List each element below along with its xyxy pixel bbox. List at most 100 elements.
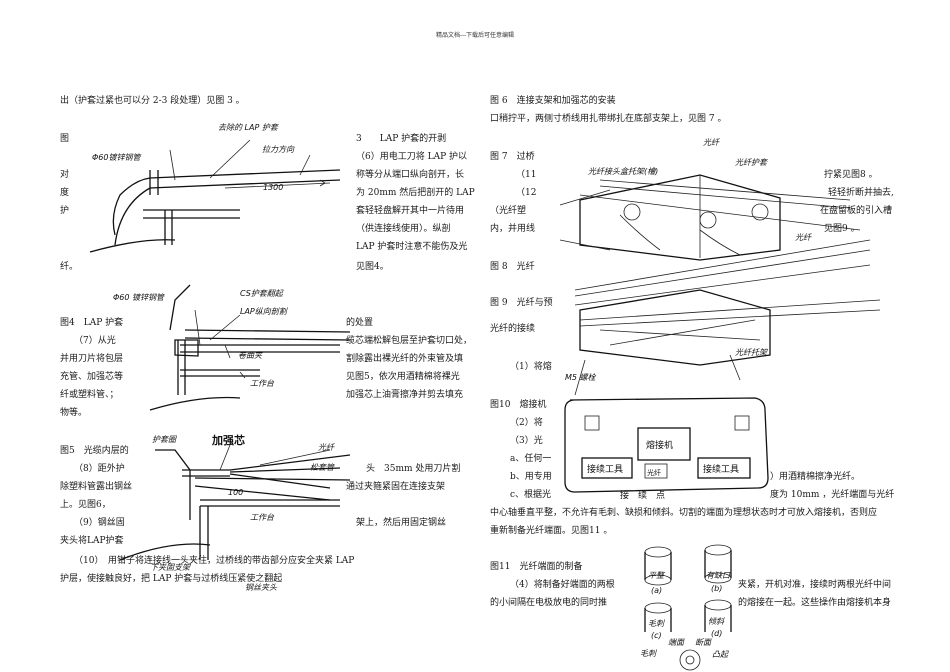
right-line-1: 口稍拧平，两侧寸桥线用扎带绑扎在底部支架上，见图 7 。 bbox=[490, 114, 727, 124]
p12-f: 见图9 。 bbox=[824, 224, 860, 234]
step-3: （3）光 bbox=[510, 436, 543, 446]
left-line-2: 对 bbox=[60, 170, 70, 180]
fig3-clamp-label: Φ60镀锌钢管 bbox=[92, 153, 142, 162]
fig10-center-label: 熔接机 bbox=[646, 439, 673, 451]
p9-c: 夹头将LAP护套 bbox=[60, 536, 124, 546]
fig6-caption: 图 6 连接支架和加强芯的安装 bbox=[490, 96, 616, 106]
left-line-4: 护 bbox=[60, 206, 70, 216]
step-3b-right: ）用酒精棉擦净光纤。 bbox=[770, 472, 861, 482]
figure-5-drawing bbox=[119, 444, 351, 561]
fig7-m5-label: M5 螺栓 bbox=[565, 373, 597, 382]
fig4-clip-label: 卷曲夹 bbox=[238, 351, 263, 360]
fig8-caption: 图 8 光纤 bbox=[490, 262, 535, 272]
fig3-dim-label: 1300 bbox=[263, 183, 283, 192]
fig11-a-label: (a) bbox=[651, 586, 662, 595]
page-header: 精品文档---下载后可任意编辑 bbox=[435, 32, 515, 39]
figure-4-drawing bbox=[149, 284, 351, 411]
step-4-left: （4）将制备好端面的两根 bbox=[510, 580, 615, 590]
p11-b: 拧紧见图8 。 bbox=[824, 170, 878, 180]
fig3-pull-label: 拉力方向 bbox=[262, 145, 295, 154]
s3-para-4: 套轻轻盘解开其中一片待用 bbox=[356, 206, 465, 216]
p8-e: 上。见图6， bbox=[60, 500, 111, 510]
step-4-right: 夹紧，开机对准，接续时两根光纤中间 bbox=[738, 580, 892, 590]
fig11-side-label: 毛刺 bbox=[640, 649, 657, 658]
s3-para-6: LAP 护套时注意不能伤及光 bbox=[356, 242, 468, 252]
p9-a: （9）钢丝固 bbox=[74, 518, 125, 528]
fig3-caption: 图 bbox=[60, 134, 70, 144]
fig11-d-text: 倾斜 bbox=[708, 617, 725, 626]
step-4-cont-right: 的熔接在一起。这些操作由熔接机本身 bbox=[738, 598, 892, 608]
fig5-fiber-label: 光纤 bbox=[318, 443, 335, 452]
step-3a: a、任何一 bbox=[510, 454, 552, 464]
fig11-bot-label: 断面 bbox=[695, 638, 713, 647]
p8-a: （8）距外护 bbox=[74, 464, 125, 474]
s3-para-5: （供连接线使用）。纵剖 bbox=[356, 224, 451, 234]
step-3c-cont: 中心轴垂直平整，不允许有毛刺、缺损和倾斜。切割的端面为理想状态时才可放入熔接机，… bbox=[490, 508, 878, 518]
fig11-b-label: (b) bbox=[711, 584, 722, 593]
p7-e: 充管、加强芯等 bbox=[60, 372, 124, 382]
p7-i: 物等。 bbox=[60, 408, 88, 418]
fig10-left-label: 接续工具 bbox=[587, 463, 623, 475]
fig9-caption: 图 9 光纤与预 bbox=[490, 298, 553, 308]
p7-c: 并用刀片将包层 bbox=[60, 354, 124, 364]
fig5-core-label: 加强芯 bbox=[211, 433, 245, 447]
fig11-bad-label: 有缺口 bbox=[706, 571, 731, 580]
p10-a: （10） 用钳子将连接线一头夹住，过桥线的带齿部分应安全夹紧 LAP bbox=[74, 556, 355, 566]
fig11-c-label: (c) bbox=[651, 631, 662, 640]
p10-b: 护层，使接触良好，把 LAP 护套与过桥线压紧使之翻起 bbox=[60, 574, 283, 584]
step-3b-left: b、用专用 bbox=[510, 472, 552, 482]
fig4-clamp-label: Φ60 镀锌钢管 bbox=[113, 293, 166, 302]
step-2: （2）将 bbox=[510, 418, 543, 428]
fig5-frame2-label: 钢丝夹头 bbox=[245, 583, 278, 592]
fig10-bottom-label: 接 续 点 bbox=[620, 489, 665, 501]
s3-para-1: （6）用电工刀将 LAP 护以 bbox=[356, 152, 467, 162]
fig5-frame-label: 下夹固支架 bbox=[150, 563, 191, 572]
p8-d: 通过夹箍紧固在连接支架 bbox=[346, 482, 446, 492]
p8-c: 除塑料管露出钢丝 bbox=[60, 482, 133, 492]
p7-b: 缆芯端松解包层至护套切口处， bbox=[346, 336, 473, 346]
fig5-tool-label: 工作台 bbox=[250, 513, 275, 522]
fig7-bottom-label: 光纤托架 bbox=[735, 348, 768, 357]
fig7-clamp-label: 光纤接头盒托架(槽) bbox=[588, 167, 658, 176]
s3-para-2: 称等分从端口纵向剖开，长 bbox=[356, 170, 465, 180]
p12-a: （12 bbox=[516, 188, 537, 198]
figure-11-drawing bbox=[644, 544, 732, 671]
p12-c: （光纤塑 bbox=[490, 206, 527, 216]
p7-g: 纤或塑料管、； bbox=[60, 390, 119, 400]
p9-b: 架上，然后用固定钢丝 bbox=[356, 518, 447, 528]
fig7-caption: 图 7 过桥 bbox=[490, 152, 535, 162]
fig4-caption: 图4 LAP 护套 bbox=[60, 318, 124, 328]
fig5-caption: 图5 光缆内层的 bbox=[60, 446, 129, 456]
s3-para-7: 见图4。 bbox=[356, 262, 389, 272]
left-line-1: 出（护套过紧也可以分 2-3 段处理）见图 3 。 bbox=[60, 96, 245, 106]
fig4-caption-right: 的处置 bbox=[346, 318, 374, 328]
fig4-cs-label: CS护套翻起 bbox=[240, 289, 284, 298]
figure-7-drawing bbox=[559, 174, 881, 396]
fig11-good-label: 平整 bbox=[648, 571, 666, 580]
s3-para-3: 为 20mm 然后把剖开的 LAP bbox=[356, 188, 475, 198]
step-3c-left: c、根据光 bbox=[510, 490, 552, 500]
fig10-caption: 图10 熔接机 bbox=[490, 400, 547, 410]
p7-f: 见图5，依次用酒精棉将裸光 bbox=[346, 372, 460, 382]
fig11-d-label: (d) bbox=[711, 629, 722, 638]
left-line-5: 纤。 bbox=[60, 262, 79, 272]
figure-3-drawing bbox=[89, 139, 341, 253]
fig5-dim-label: 100 bbox=[228, 488, 243, 497]
fig11-caption: 图11 光纤端面的制备 bbox=[490, 562, 583, 572]
fig7-top-label: 光纤 bbox=[703, 138, 720, 147]
p12-e: 内，并用线 bbox=[490, 224, 536, 234]
fig7-right-label: 光纤 bbox=[795, 233, 812, 242]
fig4-tool-label: 工作台 bbox=[250, 379, 275, 388]
left-line-3: 度 bbox=[60, 188, 70, 198]
fig5-bundle-label: 松套管 bbox=[310, 463, 336, 472]
fig5-clip-label: 护套圈 bbox=[152, 435, 177, 444]
fig7-cable-label: 光纤护套 bbox=[735, 158, 768, 167]
step-3c-right: 度为 10mm ，光纤端面与光纤 bbox=[770, 490, 895, 500]
section-splice-title: 光纤的接续 bbox=[490, 324, 536, 334]
p7-h: 加强芯上油膏擦净并剪去填充 bbox=[346, 390, 464, 400]
step-1: （1）将熔 bbox=[510, 362, 552, 372]
p8-b: 头 35mm 处用刀片割 bbox=[366, 464, 461, 474]
fig11-c-text: 毛刺 bbox=[648, 619, 665, 628]
p12-d: 在盘留板的引入槽 bbox=[820, 206, 893, 216]
